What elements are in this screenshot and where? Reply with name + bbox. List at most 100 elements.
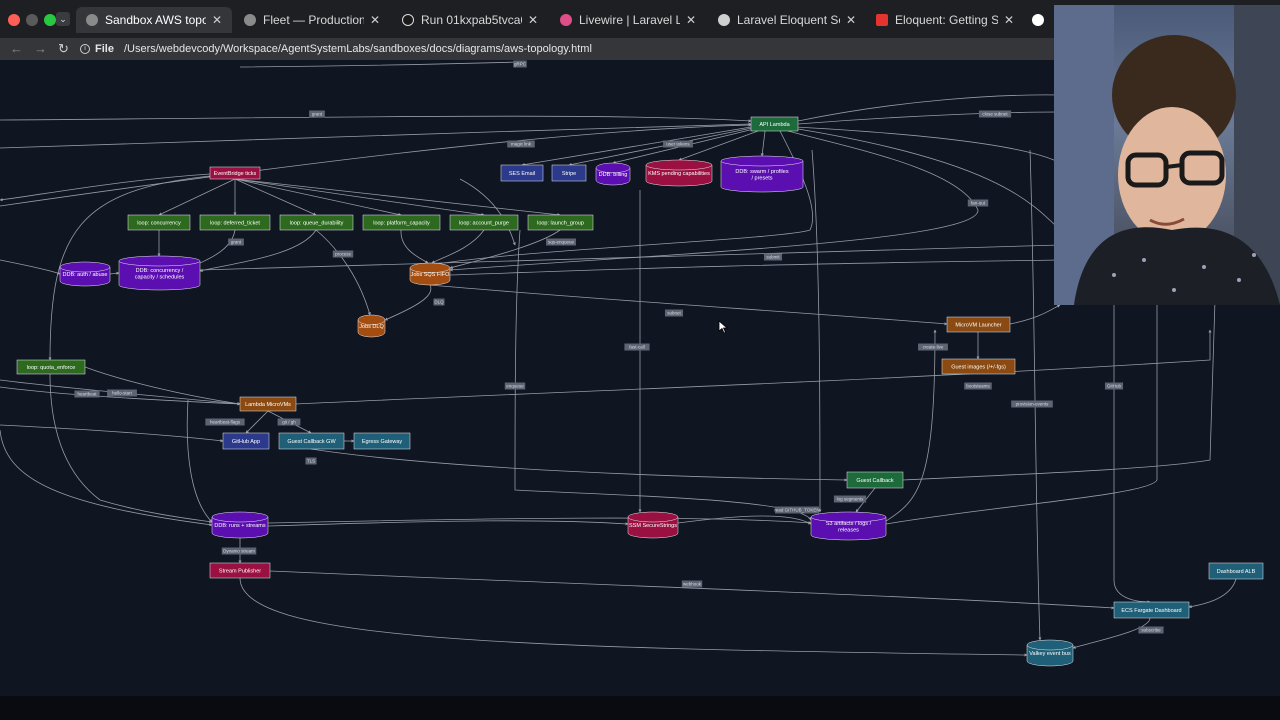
- tab-close-icon[interactable]: ✕: [845, 13, 856, 27]
- edge-connector: [0, 115, 752, 123]
- livewire-icon: [560, 14, 572, 26]
- node-microvm-launcher[interactable]: MicroVM Launcher: [946, 316, 1011, 333]
- node-label: Jobs DLQ: [359, 324, 384, 330]
- node-label: loop: deferred_ticket: [210, 221, 260, 227]
- node-label: loop: quota_enforce: [27, 365, 76, 371]
- edge-label-bg: [309, 110, 325, 118]
- node-ddb-conc[interactable]: DDB: concurrency /capacity / schedules: [118, 255, 201, 291]
- edge-label-bg: [978, 110, 1012, 118]
- node-loop-queue[interactable]: loop: queue_durability: [279, 214, 354, 231]
- tab-close-icon[interactable]: ✕: [1003, 13, 1014, 27]
- edge-connector: [158, 178, 236, 216]
- node-stream-publisher[interactable]: Stream Publisher: [209, 562, 271, 579]
- edge-label: webhook: [683, 582, 702, 587]
- edge-label: read GITHUB_TOKEN: [774, 508, 819, 513]
- edge-label-bg: [1138, 626, 1164, 634]
- forward-arrow-icon[interactable]: →: [34, 41, 47, 56]
- node-ddb-auth[interactable]: DDB: auth / abuse: [59, 261, 111, 287]
- node-kms[interactable]: KMS pending capabilities: [645, 159, 713, 187]
- edge-label: log segments: [837, 497, 865, 502]
- edge-label: fast-call: [629, 345, 645, 350]
- tab-close-icon[interactable]: ✕: [685, 13, 696, 27]
- node-lambda-microvm[interactable]: Lambda MicroVMs: [239, 396, 297, 412]
- node-label: S3 artifacts / logs /releases: [826, 521, 872, 534]
- node-jobs-sqs[interactable]: Jobs SQS FIFO: [409, 262, 451, 286]
- edge-connector: [902, 299, 1217, 481]
- node-stripe[interactable]: Stripe: [551, 164, 587, 182]
- tab-eloquent-getting-started[interactable]: Eloquent: Getting Started | La ✕: [866, 7, 1024, 33]
- edge-connector: [384, 284, 432, 321]
- node-loop-platform[interactable]: loop: platform_capacity: [362, 214, 441, 231]
- node-loop-launch[interactable]: loop: launch_group: [527, 214, 594, 231]
- edge-label-bg: [1011, 400, 1053, 408]
- tab-eloquent-secrets[interactable]: Laravel Eloquent Secrets Stor ✕: [708, 7, 866, 33]
- node-ddb-swarm[interactable]: DDB: swarm / profiles/ presets: [720, 155, 804, 193]
- edge-connector: [267, 520, 629, 527]
- edge-label: gRPC: [514, 62, 527, 67]
- globe-icon: [86, 14, 98, 26]
- edge-connector: [199, 243, 1061, 271]
- tab-fleet[interactable]: Fleet — Production Runtime ✕: [234, 7, 390, 33]
- edge-label-bg: [305, 457, 317, 465]
- minimize-window-icon[interactable]: [26, 14, 38, 26]
- node-guest-callback[interactable]: Guest Callback: [846, 471, 904, 489]
- node-dashboard-alb[interactable]: Dashboard ALB: [1208, 562, 1264, 580]
- node-loop-deferred[interactable]: loop: deferred_ticket: [199, 214, 271, 231]
- edge-connector: [0, 123, 752, 207]
- close-window-icon[interactable]: [8, 14, 20, 26]
- tab-close-icon[interactable]: ✕: [211, 13, 222, 27]
- node-valkey[interactable]: Valkey event bus: [1026, 639, 1074, 667]
- edge-label: fan-out: [971, 201, 986, 206]
- node-jobs-dlq[interactable]: Jobs DLQ: [357, 314, 386, 338]
- node-ses[interactable]: SES Email: [500, 164, 544, 182]
- webcam-overlay: [1054, 5, 1280, 305]
- edge-connector: [429, 284, 948, 326]
- edge-label-bg: [833, 495, 867, 503]
- node-s3[interactable]: S3 artifacts / logs /releases: [810, 511, 887, 541]
- node-github-app[interactable]: GitHub App: [222, 432, 270, 450]
- node-loop-concurrency[interactable]: loop: concurrency: [127, 214, 191, 231]
- edge-label-bg: [663, 140, 693, 148]
- tab-u[interactable]: U: [1026, 7, 1056, 33]
- node-ecs-fargate[interactable]: ECS Fargate Dashboard: [1113, 601, 1190, 619]
- edge-label-bg: [513, 60, 527, 68]
- maximize-window-icon[interactable]: [44, 14, 56, 26]
- node-loop-account[interactable]: loop: account_purge: [449, 214, 519, 231]
- tab-list-chevron-down-icon[interactable]: ⌄: [56, 12, 70, 26]
- edge-label: heartbeat-flags: [210, 420, 241, 425]
- node-ddb-billing[interactable]: DDB: billing: [595, 162, 631, 186]
- back-arrow-icon[interactable]: ←: [10, 41, 23, 56]
- tab-close-icon[interactable]: ✕: [369, 13, 380, 27]
- edge-connector: [199, 229, 317, 272]
- mouse-cursor-icon: [718, 320, 729, 334]
- edge-label-bg: [1104, 382, 1124, 390]
- presenter-picture: [1054, 5, 1280, 305]
- edge-connector: [431, 229, 485, 264]
- tab-close-icon[interactable]: ✕: [527, 13, 538, 27]
- node-eventbridge[interactable]: EventBridge ticks: [209, 166, 261, 180]
- tab-livewire[interactable]: Livewire | Laravel Livewire ✕: [550, 7, 706, 33]
- edge-connector: [0, 122, 752, 149]
- info-icon[interactable]: i: [80, 44, 90, 54]
- edge-label-bg: [433, 298, 445, 306]
- node-ssm[interactable]: SSM SecureStrings: [627, 511, 679, 539]
- node-loop-quota[interactable]: loop: quota_enforce: [16, 359, 86, 375]
- node-guest-images[interactable]: Guest images (/+/-fgs): [941, 358, 1016, 375]
- tab-sandbox-topology[interactable]: Sandbox AWS topology (sbx) ✕: [76, 7, 232, 33]
- openai-icon: [718, 14, 730, 26]
- tab-run[interactable]: Run 01kxpab5tvca6588e6rp ✕: [392, 7, 548, 33]
- node-ddb-runs[interactable]: DDB: runs + streams: [211, 511, 269, 539]
- reload-icon[interactable]: ↻: [58, 41, 69, 56]
- node-guest-callback-gw[interactable]: Guest Callback GW: [278, 432, 345, 450]
- node-api-lambda[interactable]: API Lambda: [750, 116, 799, 132]
- edge-connector: [459, 178, 516, 246]
- edge-connector: [234, 178, 402, 216]
- edge-connector: [791, 127, 1061, 231]
- node-egress-gateway[interactable]: Egress Gateway: [353, 432, 411, 450]
- url-field[interactable]: i File /Users/webdevcody/Workspace/Agent…: [80, 38, 1060, 60]
- edge-connector: [1113, 300, 1151, 604]
- edge-label-bg: [107, 389, 137, 397]
- node-label: SES Email: [509, 171, 535, 177]
- node-label: loop: platform_capacity: [373, 221, 430, 227]
